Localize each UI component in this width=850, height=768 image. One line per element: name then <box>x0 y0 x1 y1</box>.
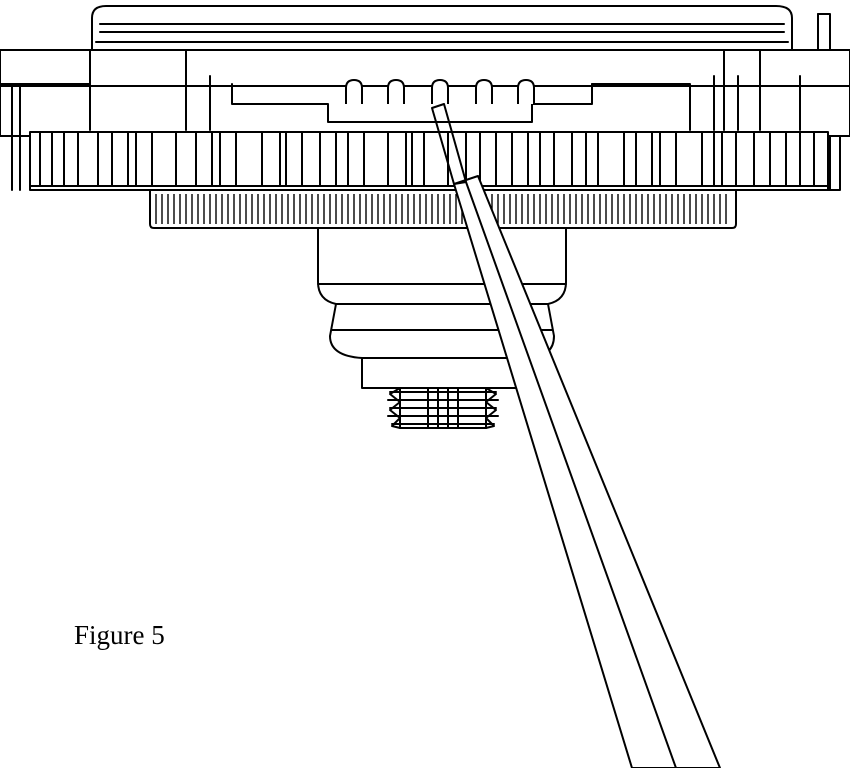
figure-caption: Figure 5 <box>74 620 165 650</box>
threaded-spindle <box>387 387 499 429</box>
flat-screwdriver-icon <box>431 103 721 768</box>
knurled-ring <box>29 131 829 191</box>
housing-middle-plate <box>0 49 850 191</box>
gear-teeth-ring <box>149 189 737 229</box>
housing-top-cover <box>91 5 841 191</box>
